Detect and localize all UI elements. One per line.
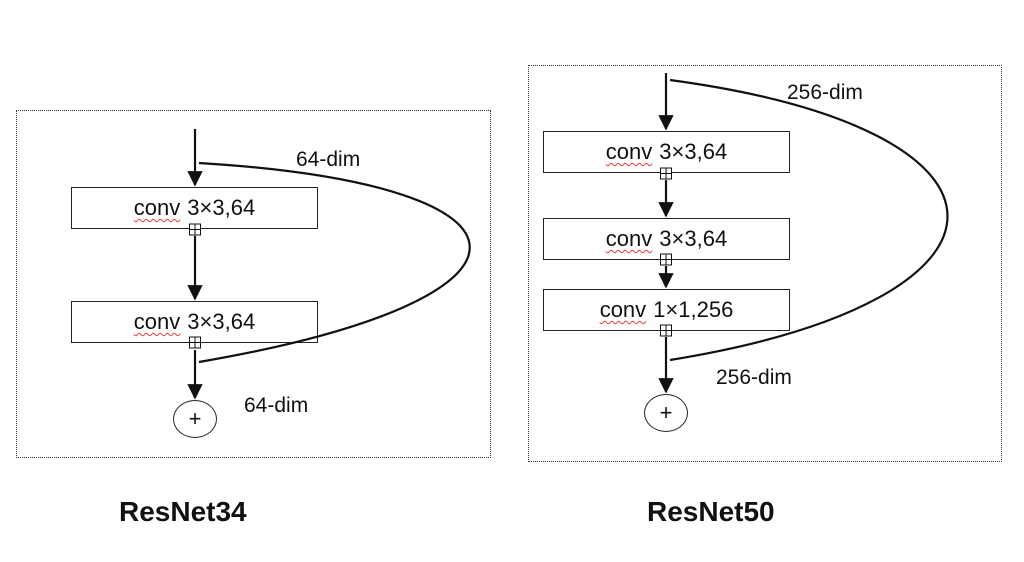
resnet34-output-dim-label: 64-dim [244,394,309,417]
layer-params: 3×3,64 [187,309,256,334]
resnet34-shortcut-path [198,161,471,364]
layer-params: 3×3,64 [187,195,256,220]
resnet34-input-dim-label: 64-dim [296,148,361,171]
resnet34-block-frame [16,110,491,458]
resnet50-output-dim-label: 256-dim [716,366,792,389]
layer-params: 1×1,256 [653,297,734,322]
resnet34-caption: ResNet34 [119,496,247,527]
layer-params: 3×3,64 [659,139,728,164]
resnet50-sum-node: + [644,394,688,432]
resnet50-layer-2: conv 3×3,64 [543,218,790,260]
layer-op: conv [133,309,181,334]
resnet50-block-frame [528,65,1002,462]
resnet50-input-dim-label: 256-dim [787,81,863,104]
layer-op: conv [605,226,653,251]
layer-op: conv [599,297,647,322]
layer-op: conv [133,195,181,220]
resnet50-caption: ResNet50 [647,496,775,527]
resnet34-layer-2: conv 3×3,64 [71,301,318,343]
layer-params: 3×3,64 [659,226,728,251]
resnet50-junction-markers [660,167,672,337]
resnet34-sum-node: + [173,400,217,438]
resnet50-shortcut-path [669,78,949,362]
layer-op: conv [605,139,653,164]
resnet50-layer-1: conv 3×3,64 [543,131,790,173]
resnet34-junction-markers [189,223,201,349]
